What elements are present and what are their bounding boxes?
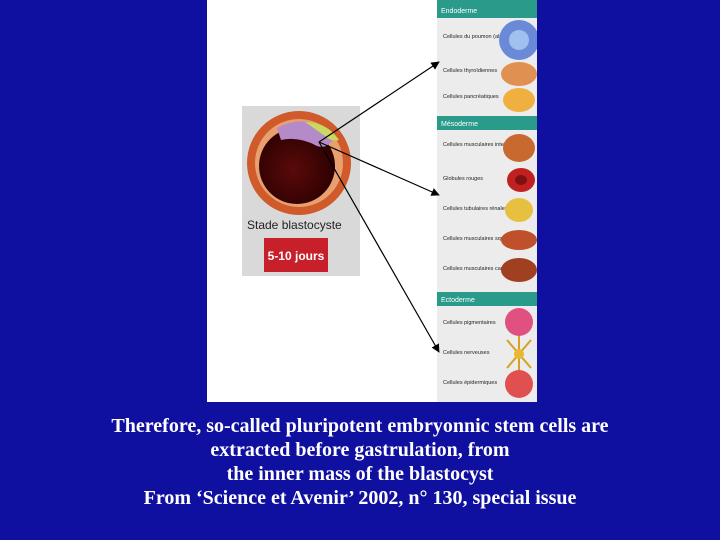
section-band-ectoderm <box>437 292 537 306</box>
slide-caption: Therefore, so-called pluripotent embryon… <box>20 414 700 510</box>
caption-line-3: the inner mass of the blastocyst <box>226 463 494 485</box>
section-label-endoderm: Endoderme <box>441 8 477 15</box>
cell-label-intestinal-muscle: Cellules musculaires intestinales <box>443 142 523 148</box>
section-band-mesoderm <box>437 116 537 130</box>
cell-label-lung: Cellules du poumon (alvéoles) <box>443 34 517 40</box>
cell-label-epidermal: Cellules épidermiques <box>443 380 497 386</box>
cell-label-pigment: Cellules pigmentaires <box>443 320 496 326</box>
cell-label-thyroid: Cellules thyroïdiennes <box>443 68 497 74</box>
cardiac-muscle-icon <box>501 258 537 282</box>
section-label-ectoderm: Ectoderme <box>441 297 475 304</box>
cell-label-skeletal-muscle: Cellules musculaires squelettiques <box>443 236 528 242</box>
differentiation-arrows <box>318 61 440 353</box>
cell-label-pancreas: Cellules pancréatiques <box>443 94 499 100</box>
caption-line-2: extracted before gastrulation, from <box>210 439 510 461</box>
section-label-mesoderm: Mésoderme <box>441 121 478 128</box>
embryology-figure: Stade blastocyste 5-10 jours Endoderme C… <box>207 0 537 402</box>
caption-line-1: Therefore, so-called pluripotent embryon… <box>111 415 609 437</box>
blastocyst-icon <box>247 111 351 215</box>
duration-label: 5-10 jours <box>268 249 325 263</box>
pancreas-cell-icon <box>503 88 535 112</box>
kidney-cell-icon <box>505 198 533 222</box>
caption-line-4: From ‘Science et Avenir’ 2002, n° 130, s… <box>143 487 577 509</box>
figure-illustration: Stade blastocyste 5-10 jours Endoderme C… <box>242 0 537 402</box>
cell-label-red-blood: Globules rouges <box>443 176 483 182</box>
cell-label-kidney: Cellules tubulaires rénales <box>443 206 508 212</box>
cell-label-nerve: Cellules nerveuses <box>443 350 490 356</box>
intestinal-muscle-icon <box>503 134 535 162</box>
section-band-endoderm <box>437 0 537 18</box>
cell-label-cardiac-muscle: Cellules musculaires cardiaques <box>443 266 522 272</box>
duration-box <box>264 238 328 272</box>
pigment-cell-icon <box>505 308 533 336</box>
thyroid-cell-icon <box>501 62 537 86</box>
skeletal-muscle-icon <box>501 230 537 250</box>
stage-label: Stade blastocyste <box>247 218 342 232</box>
epidermal-cell-icon <box>505 370 533 398</box>
